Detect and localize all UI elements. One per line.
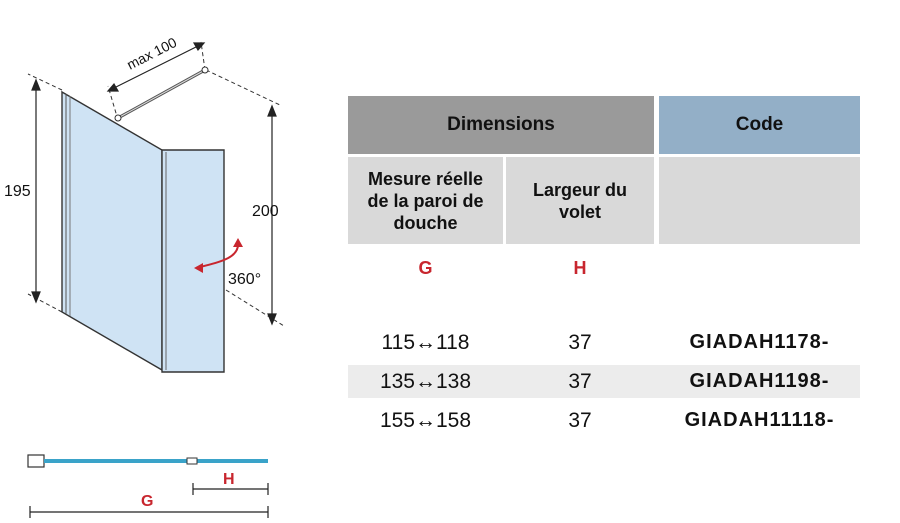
table-row: 155↔158 37 GIADAH11118-: [348, 404, 860, 437]
cell-code: GIADAH1178-: [689, 331, 830, 353]
cell-flap-width: 37: [568, 408, 592, 432]
subheader-code-empty: [659, 157, 860, 244]
table-row: 115↔118 37 GIADAH1178-: [348, 326, 860, 359]
max-width-label: max 100: [124, 34, 179, 73]
cell-measure: 115↔118: [381, 330, 470, 354]
cell-flap-width: 37: [568, 369, 592, 393]
dimensions-table: Dimensions Code Mesure réelle de la paro…: [348, 96, 860, 456]
cell-code: GIADAH1198-: [689, 370, 830, 392]
header-code: Code: [659, 96, 860, 154]
rotation-360-label: 360°: [228, 271, 261, 288]
height-195-label: 195: [4, 183, 31, 200]
header-dimensions: Dimensions: [348, 96, 654, 154]
cell-measure: 155↔158: [379, 408, 472, 432]
table-row: 135↔138 37 GIADAH1198-: [348, 365, 860, 398]
cell-code: GIADAH11118-: [684, 409, 835, 431]
subheader-flap-width: Largeur du volet: [506, 157, 654, 244]
cell-measure: 135↔138: [379, 369, 472, 393]
column-letter-g: G: [418, 258, 433, 278]
shower-panel-diagram: max 100 195 200 360°: [4, 34, 285, 373]
height-200-label: 200: [252, 203, 279, 220]
subheader-wall-measure: Mesure réelle de la paroi de douche: [348, 157, 503, 244]
column-letter-h: H: [573, 258, 587, 278]
cell-flap-width: 37: [568, 330, 592, 354]
